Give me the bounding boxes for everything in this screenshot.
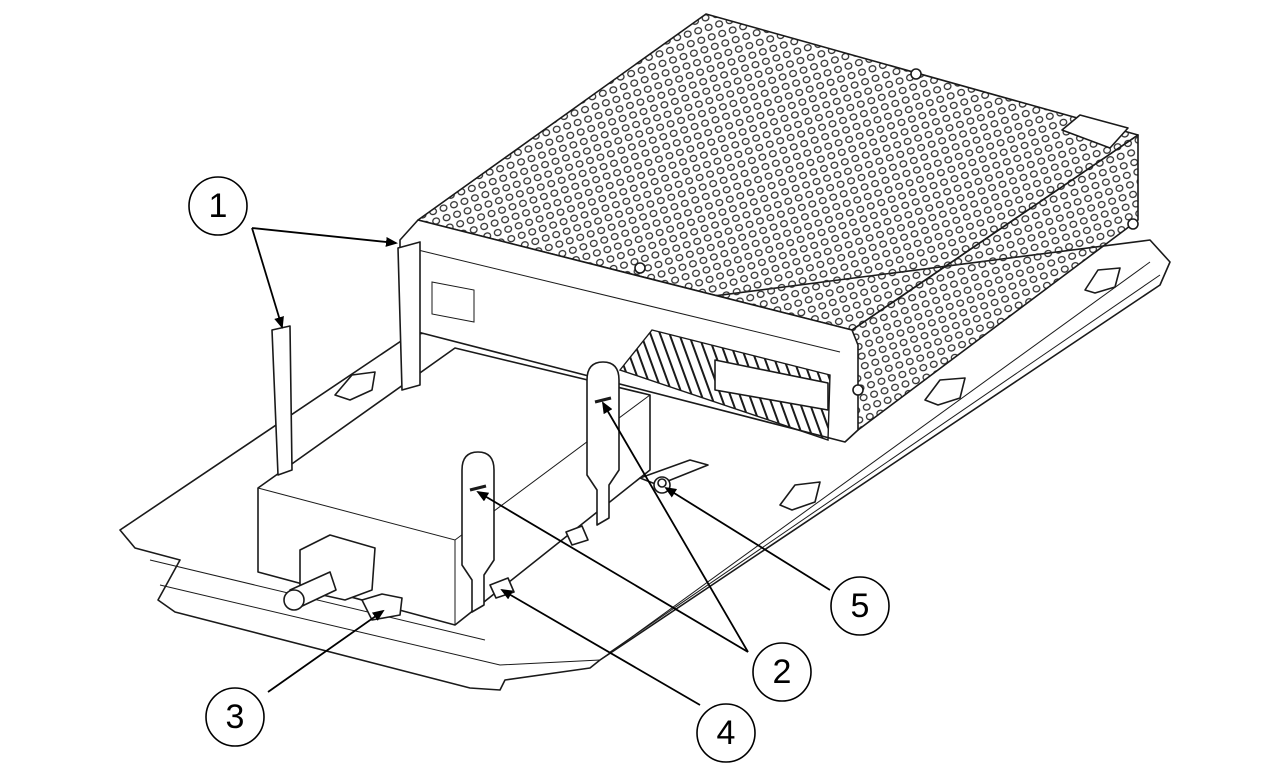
leader-line-5 (664, 486, 831, 591)
callout-3: 3 (205, 687, 265, 747)
screw-icon (852, 384, 864, 396)
leader-line-2a (476, 490, 749, 653)
leader-line-3 (267, 609, 385, 693)
callout-2: 2 (752, 642, 812, 702)
callout-3-label: 3 (226, 698, 245, 736)
latch-tab (565, 525, 589, 546)
tray-tab (334, 371, 376, 401)
tray-tab (924, 377, 966, 406)
rating-label (1061, 114, 1129, 149)
tray-tab (1084, 267, 1121, 294)
screw-icon (910, 68, 922, 80)
callout-5-label: 5 (851, 587, 870, 625)
guide-pin (271, 325, 293, 476)
callout-1: 1 (188, 176, 248, 236)
callout-5: 5 (830, 576, 890, 636)
leader-line-2b (601, 401, 749, 653)
leader-line-1b (251, 227, 398, 247)
front-label (431, 281, 475, 323)
screw-icon (634, 262, 646, 274)
callout-1-label: 1 (209, 187, 228, 225)
leader-line-4 (500, 588, 701, 706)
guide-pin (397, 241, 421, 391)
ground-stud (639, 459, 709, 494)
screw-icon (1127, 218, 1139, 230)
leader-line-1a (251, 227, 284, 329)
tray-tab (779, 481, 821, 511)
power-supply-module (399, 13, 1139, 443)
cable-connector (283, 534, 376, 611)
callout-2-label: 2 (773, 653, 792, 691)
callout-4: 4 (696, 703, 756, 763)
vent-opening (714, 359, 829, 411)
leader-lines (251, 227, 831, 706)
callout-4-label: 4 (717, 714, 736, 752)
